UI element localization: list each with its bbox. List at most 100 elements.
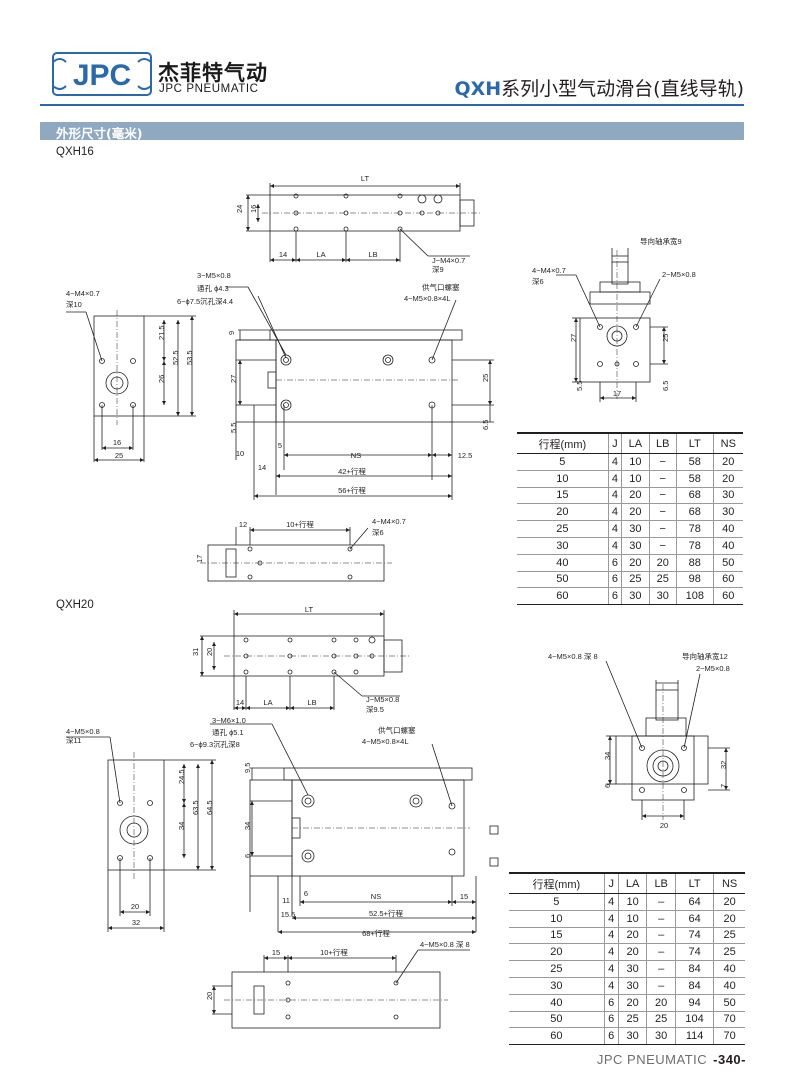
dim-label: 深9.5 <box>366 705 384 714</box>
page-title: QXH系列小型气动滑台(直线导轨) <box>454 74 744 101</box>
table-cell: 25 <box>517 520 609 538</box>
dim-label: 32 <box>132 918 140 927</box>
col-header-lt: LT <box>674 872 714 894</box>
dim-label: 25 <box>115 451 123 460</box>
dim-label: 52.5 <box>171 350 180 365</box>
table-cell: 30 <box>617 977 647 995</box>
table-cell: 60 <box>509 1027 605 1046</box>
table-cell: − <box>648 470 677 488</box>
table-cell: 114 <box>674 1027 714 1046</box>
table-cell: − <box>648 520 677 538</box>
dim-label: 15.5 <box>281 910 296 919</box>
qxh16-front-view <box>226 286 494 500</box>
table-cell: 4 <box>607 503 622 522</box>
dim-label: 导向轴承宽9 <box>640 236 682 246</box>
dim-label: 20 <box>131 902 139 911</box>
table-cell: 4 <box>603 910 619 928</box>
col-header-ns: NS <box>712 432 743 454</box>
dim-label: 供气口螺塞 <box>378 725 416 735</box>
jpc-logo: JPC <box>52 52 152 96</box>
table-cell: 20 <box>621 487 650 505</box>
model-label-qxh20: QXH20 <box>56 599 94 611</box>
dim-label: 34 <box>243 822 252 830</box>
table-cell: − <box>648 487 677 505</box>
qxh20-left-view <box>66 736 216 932</box>
title-series-name: 系列小型气动滑台(直线导轨) <box>501 78 744 100</box>
dim-label: 4−M4×0.7 <box>66 289 100 298</box>
table-cell: 5 <box>517 453 609 471</box>
dim-label: 15 <box>272 948 280 957</box>
table-cell: 40 <box>509 994 605 1012</box>
table-cell: 4 <box>607 520 622 538</box>
table-cell: 40 <box>712 520 743 538</box>
dim-label: 14 <box>236 698 244 707</box>
dim-label: 14 <box>279 250 287 259</box>
qxh16-left-view <box>66 310 196 462</box>
dim-label: LT <box>361 174 370 183</box>
col-header-j: J <box>603 872 619 894</box>
col-header-la: LA <box>617 872 647 894</box>
table-cell: 58 <box>675 470 714 488</box>
dim-label: 6.5 <box>481 420 490 430</box>
table-cell: 20 <box>621 503 650 522</box>
table-cell: 10 <box>621 453 650 471</box>
qxh16-top-view <box>246 183 480 262</box>
table-cell: 60 <box>712 571 743 589</box>
dim-label: 42+行程 <box>338 466 366 476</box>
table-cell: 4 <box>607 470 622 488</box>
dim-label: LA <box>316 250 325 259</box>
dim-label: 52.5+行程 <box>369 908 403 918</box>
table-cell: – <box>646 927 676 945</box>
table-header-row: 行程(mm) J LA LB LT NS <box>509 872 745 894</box>
dim-label: 12.5 <box>458 451 473 460</box>
table-cell: 6 <box>603 1027 619 1046</box>
table-cell: 10 <box>617 910 647 928</box>
table-cell: 4 <box>603 893 619 911</box>
table-cell: 6 <box>607 554 622 572</box>
qxh16-bottom-view <box>200 527 392 582</box>
dim-label: 63.5 <box>191 800 200 815</box>
table-cell: 30 <box>621 520 650 538</box>
dim-label: 4−M4×0.7 <box>532 266 566 275</box>
table-cell: 70 <box>713 1011 745 1029</box>
table-cell: 30 <box>617 960 647 978</box>
table-cell: 84 <box>674 960 714 978</box>
dim-label: 通孔 ϕ5.1 <box>212 727 244 737</box>
dim-label: 6.5 <box>661 381 670 391</box>
section-title: 外形尺寸(毫米) <box>56 126 143 141</box>
table-header-row: 行程(mm) J LA LB LT NS <box>517 432 743 454</box>
dim-label: 56+行程 <box>338 485 366 495</box>
table-cell: 30 <box>648 587 677 606</box>
table-cell: 50 <box>509 1011 605 1029</box>
dim-label: J−M5×0.8 <box>366 695 399 704</box>
col-header-stroke: 行程(mm) <box>509 872 605 894</box>
table-cell: − <box>648 537 677 555</box>
dim-label: 深9 <box>432 265 444 274</box>
dim-label: 21.5 <box>157 325 166 340</box>
dim-label: 32 <box>719 761 728 769</box>
table-cell: 50 <box>712 554 743 572</box>
table-cell: 25 <box>713 927 745 945</box>
qxh20-end-view <box>605 660 730 820</box>
table-cell: 84 <box>674 977 714 995</box>
table-cell: 4 <box>603 960 619 978</box>
dim-label: 25 <box>481 374 490 382</box>
table-cell: 20 <box>509 943 605 962</box>
dim-label: 34 <box>603 752 612 760</box>
qxh20-dimension-labels: LT 31 20 14 LA LB J−M5×0.8 深9.5 4−M5×0.8… <box>66 605 730 1000</box>
table-cell: 10 <box>617 893 647 911</box>
dim-label: 4−M5×0.8 <box>66 727 100 736</box>
dim-label: 17 <box>195 555 204 563</box>
dim-label: 10+行程 <box>286 519 314 529</box>
table-cell: 10 <box>517 470 609 488</box>
page-footer: JPC PNEUMATIC-340- <box>597 1052 746 1067</box>
table-cell: 25 <box>621 571 650 589</box>
table-cell: 78 <box>675 537 714 555</box>
table-cell: – <box>646 960 676 978</box>
dim-label: 4−M5×0.8×4L <box>362 737 409 746</box>
